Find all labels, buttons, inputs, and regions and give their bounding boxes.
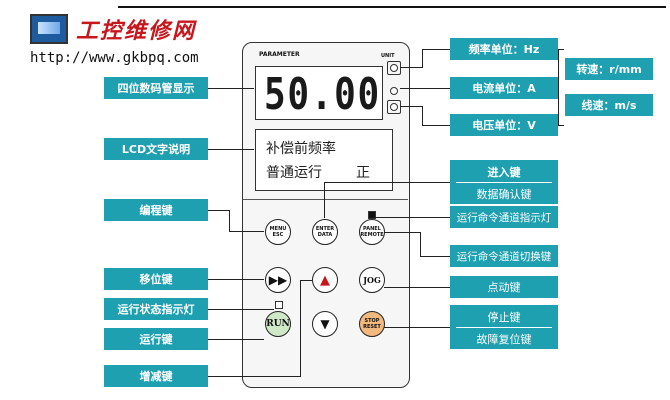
unit-led-v-frame [387, 100, 401, 114]
leader-line [208, 210, 230, 211]
shift-button[interactable]: ▶▶ [265, 267, 291, 293]
leader-line [558, 49, 564, 50]
up-arrow-icon: ▲ [320, 272, 330, 288]
leader-line [400, 106, 422, 107]
leader-line [324, 182, 325, 218]
leader-line [384, 327, 450, 328]
leader-line [384, 287, 450, 288]
brand-logo[interactable]: 工控维修网 http://www.gkbpq.com [30, 14, 240, 74]
leader-line [208, 339, 264, 340]
leader-line [208, 279, 264, 280]
monitor-icon [30, 14, 68, 44]
leader-line [208, 88, 254, 89]
run-status-led [275, 301, 283, 309]
leader-line [229, 231, 264, 232]
label-data-confirm-key: 数据确认键 [476, 188, 532, 201]
unit-led-hz [390, 64, 398, 72]
leader-line [558, 49, 559, 126]
label-run-status-led: 运行状态指示灯 [104, 298, 208, 320]
leader-line [229, 210, 230, 232]
panel-divider [243, 199, 408, 200]
label-four-digit-display: 四位数码管显示 [104, 77, 208, 99]
leader-line [422, 125, 450, 126]
leader-line [208, 376, 300, 377]
leader-line [422, 106, 423, 125]
leader-line [400, 88, 450, 89]
display-value: 50.00 [264, 69, 381, 120]
unit-led-hz-frame [387, 61, 401, 75]
run-label: RUN [266, 319, 290, 329]
label-divider [456, 182, 552, 183]
panel-title: PARAMETER [259, 51, 300, 58]
reset-label: RESET [363, 324, 381, 330]
leader-line [400, 67, 422, 68]
data-label: DATA [317, 232, 333, 238]
label-run-key: 运行键 [104, 328, 208, 350]
label-shift-key: 移位键 [104, 268, 208, 290]
enter-label: ENTER [315, 226, 335, 232]
lcd-text-display: 补偿前频率 普通运行 正 [255, 129, 393, 191]
label-stop-key: 停止键 [487, 311, 521, 324]
label-freq-unit: 频率单位：Hz [450, 38, 558, 60]
run-button[interactable]: RUN [265, 311, 291, 337]
leader-line [300, 280, 301, 377]
label-divider [456, 327, 552, 328]
label-program-key: 编程键 [104, 199, 208, 221]
cmd-channel-indicator [368, 211, 376, 219]
label-line-speed-unit: 线速：m/s [565, 94, 653, 116]
menu-label: MENU [269, 226, 287, 232]
label-fault-reset-key: 故障复位键 [476, 333, 532, 346]
leader-line [374, 217, 450, 218]
lcd-line-2: 普通运行 [266, 165, 322, 181]
lcd-direction-flag: 正 [356, 165, 370, 181]
panel-label: PANEL [363, 226, 381, 232]
label-cmd-channel-led: 运行命令通道指示灯 [450, 206, 558, 228]
leader-line [422, 49, 450, 50]
leader-line [208, 149, 254, 150]
label-inc-dec-key: 增减键 [104, 365, 208, 387]
label-enter-key: 进入键 [487, 166, 521, 179]
label-current-unit: 电流单位：A [450, 77, 558, 99]
leader-line [300, 280, 312, 281]
remote-label: REMOTE [360, 232, 384, 238]
leader-line [384, 232, 420, 233]
up-button[interactable]: ▲ [312, 267, 338, 293]
leader-line [422, 49, 423, 68]
esc-label: ESC [272, 232, 284, 238]
seven-segment-display: 50.00 [255, 66, 383, 120]
stop-label: STOP [364, 318, 380, 324]
double-right-arrow-icon: ▶▶ [268, 273, 288, 287]
jog-button[interactable]: JOG [359, 267, 385, 293]
leader-line [420, 232, 421, 257]
label-voltage-unit: 电压单位：V [450, 114, 558, 136]
unit-title: UNIT [381, 53, 395, 59]
brand-url[interactable]: http://www.gkbpq.com [30, 50, 199, 66]
down-button[interactable]: ▼ [312, 311, 338, 337]
label-enter-group: 进入键 数据确认键 [450, 160, 558, 204]
down-arrow-icon: ▼ [320, 317, 330, 331]
label-speed-unit: 转速：r/mm [565, 58, 653, 80]
unit-led-v [390, 103, 398, 111]
label-cmd-channel-switch: 运行命令通道切换键 [450, 245, 558, 267]
leader-line [208, 309, 274, 310]
unit-led-a [390, 87, 398, 95]
label-lcd-text: LCD文字说明 [104, 138, 208, 160]
leader-line [324, 182, 450, 183]
leader-line [558, 125, 564, 126]
label-stop-group: 停止键 故障复位键 [450, 305, 558, 349]
brand-name: 工控维修网 [76, 18, 197, 44]
jog-label: JOG [363, 275, 381, 285]
top-rule [118, 6, 666, 8]
lcd-line-1: 补偿前频率 [266, 141, 336, 157]
label-jog-key: 点动键 [450, 276, 558, 298]
leader-line [420, 256, 450, 257]
